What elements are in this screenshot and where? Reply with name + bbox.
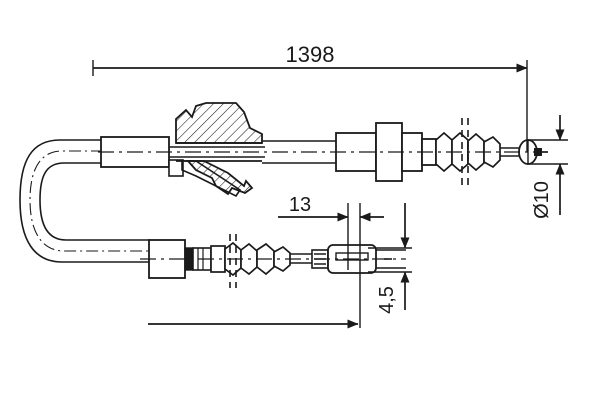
upper-cable-assembly bbox=[19, 102, 548, 263]
dimension-text-layer: 1398 13 4,5 Ø10 bbox=[286, 42, 553, 314]
dimension-ball-diameter bbox=[527, 115, 568, 215]
dimension-sleeve-length bbox=[278, 203, 384, 328]
dimension-overall-length bbox=[92, 60, 528, 152]
hatched-mounting-bracket bbox=[175, 102, 263, 198]
lower-section-break-marker bbox=[229, 234, 237, 288]
dimension-label-1398: 1398 bbox=[286, 42, 335, 67]
flexible-conduit-u-bend bbox=[19, 139, 150, 263]
dimension-layer bbox=[92, 60, 568, 329]
upper-thin-cable bbox=[500, 147, 522, 157]
sleeve-step-block bbox=[168, 159, 184, 177]
lower-thin-cable bbox=[290, 253, 312, 264]
dimension-label-diameter-10: Ø10 bbox=[531, 181, 553, 219]
upper-cable-rod bbox=[169, 146, 265, 158]
conduit-centerline bbox=[29, 150, 150, 252]
dimension-label-4-5: 4,5 bbox=[376, 286, 398, 314]
dimension-end-fitting-width bbox=[368, 203, 412, 310]
upper-rod-mid bbox=[262, 140, 336, 164]
lower-cable-assembly bbox=[140, 234, 406, 288]
dimension-label-13: 13 bbox=[289, 194, 311, 216]
